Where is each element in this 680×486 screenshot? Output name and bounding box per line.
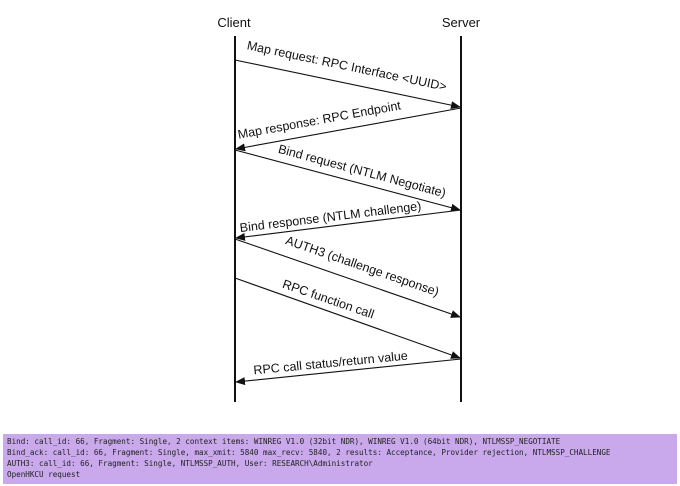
- message-rpc-call-status: RPC call status/return value: [235, 349, 462, 386]
- log-line-bind-ack: Bind_ack: call_id: 66, Fragment: Single,…: [7, 448, 611, 457]
- client-label: Client: [217, 15, 251, 30]
- log-line-auth3: AUTH3: call_id: 66, Fragment: Single, NT…: [7, 459, 373, 468]
- message-label: Map request: RPC Interface <UUID>: [246, 38, 448, 93]
- message-label: Bind request (NTLM Negotiate): [277, 142, 448, 200]
- message-map-request: Map request: RPC Interface <UUID>: [234, 38, 461, 110]
- message-bind-request: Bind request (NTLM Negotiate): [234, 142, 461, 212]
- sequence-diagram: Client Server Map request: RPC Interface…: [217, 15, 481, 402]
- message-map-response: Map response: RPC Endpoint: [235, 98, 462, 152]
- log-line-bind: Bind: call_id: 66, Fragment: Single, 2 c…: [7, 437, 561, 446]
- message-label: Bind response (NTLM challenge): [239, 199, 422, 235]
- message-label: Map response: RPC Endpoint: [237, 98, 403, 141]
- log-line-openhkcu: OpenHKCU request: [7, 470, 81, 479]
- server-label: Server: [442, 15, 481, 30]
- packet-log-panel: Bind: call_id: 66, Fragment: Single, 2 c…: [3, 434, 677, 484]
- message-label: RPC call status/return value: [253, 349, 409, 378]
- message-bind-response: Bind response (NTLM challenge): [235, 199, 462, 241]
